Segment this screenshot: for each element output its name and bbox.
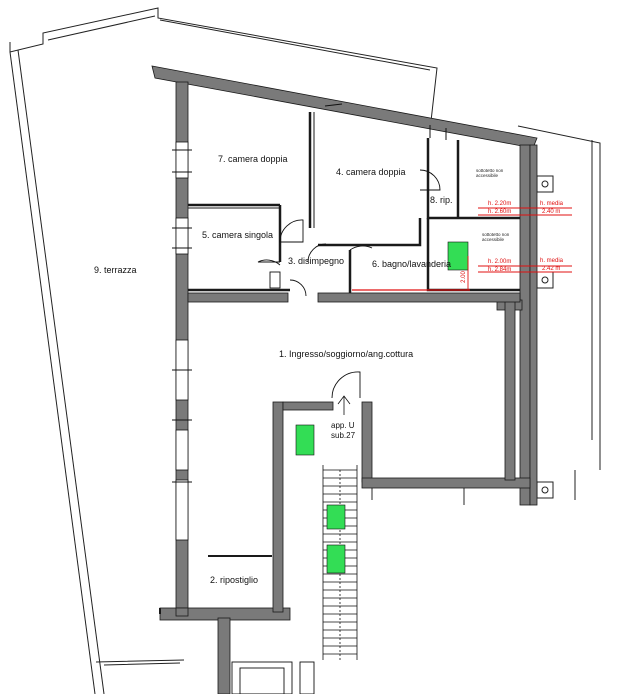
- height-upper-h2: h. 2.60m: [488, 209, 512, 215]
- walls: [151, 65, 538, 694]
- room-label-bagno: 6. bagno/lavanderia: [372, 259, 452, 269]
- room-label-disimpegno: 3. disimpegno: [288, 256, 345, 266]
- height-upper-h1: h. 2.20m: [488, 201, 512, 207]
- height-lower-media-value: 2.42 m: [542, 266, 561, 272]
- fixture-stair-2: [326, 544, 346, 574]
- room-label-terrazza: 9. terrazza: [94, 265, 137, 275]
- partitions: [188, 112, 520, 293]
- window-marks: [172, 103, 447, 483]
- sottotetto-note-lower: sottotetto non accessibile: [482, 232, 510, 243]
- room-label-camera-singola: 5. camera singola: [202, 230, 274, 240]
- height-lower-h1: h. 2.00m: [488, 259, 512, 265]
- room-label-camera-doppia-7: 7. camera doppia: [218, 154, 288, 164]
- height-lines: [467, 207, 572, 290]
- staircase: [322, 395, 358, 660]
- room-label-ingresso: 1. Ingresso/soggiorno/ang.cottura: [279, 349, 414, 359]
- lower-detail: [231, 488, 465, 694]
- windows: [175, 141, 189, 541]
- height-upper-media-label: h. media: [540, 201, 564, 207]
- app-unit-label-1: app. U: [331, 421, 355, 430]
- height-lower-h2: h. 2.84m: [488, 267, 512, 273]
- fixtures: [295, 241, 469, 574]
- height-upper-media-value: 2.40 m: [542, 209, 561, 215]
- terrace-railing: [9, 7, 438, 694]
- room-label-rip: 8. rip.: [430, 195, 453, 205]
- storage-wall: [159, 555, 272, 614]
- sottotetto-note-upper: sottotetto non accessibile: [476, 168, 504, 179]
- vertical-height-note: 2.00: [460, 271, 467, 283]
- app-unit-label-2: sub.27: [331, 431, 356, 440]
- height-lower-media-label: h. media: [540, 258, 564, 264]
- door-swings: [257, 169, 441, 399]
- fixture-stair-1: [326, 504, 346, 530]
- fixture-kitchen: [295, 424, 315, 456]
- room-label-ripostiglio: 2. ripostiglio: [210, 575, 259, 585]
- room-label-camera-doppia-4: 4. camera doppia: [336, 167, 406, 177]
